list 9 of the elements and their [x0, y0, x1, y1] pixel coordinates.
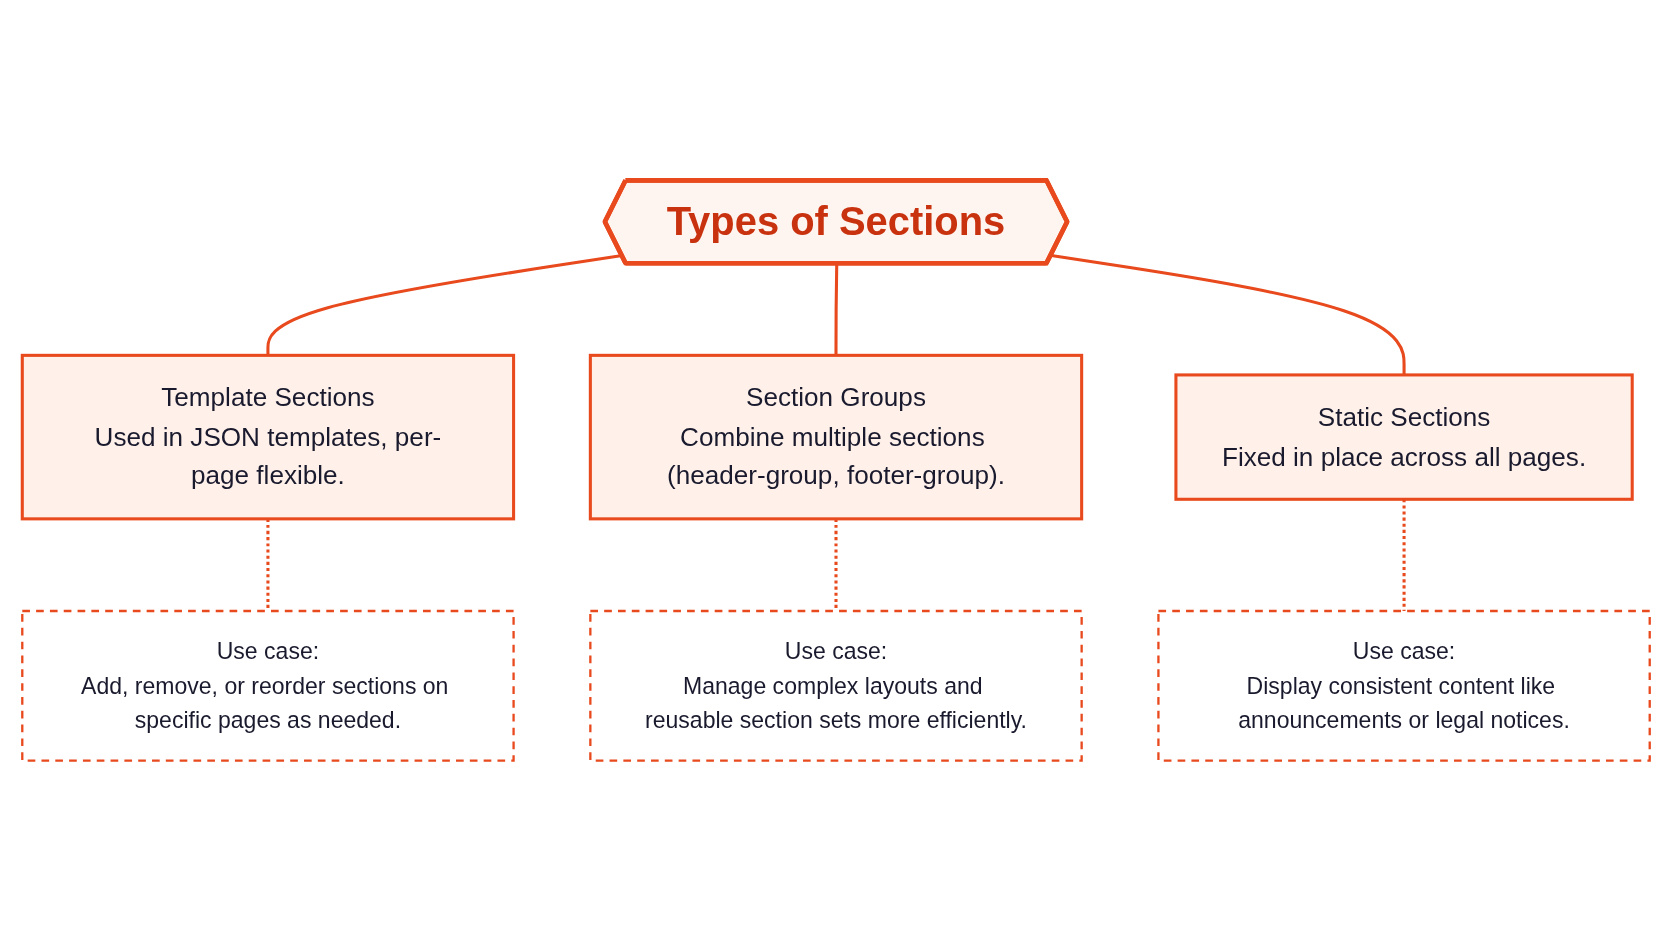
node-box: Use case: Manage complex layouts and reusable section sets more efficiently. — [589, 609, 1083, 762]
connector — [834, 518, 838, 611]
node-box: Template Sections Used in JSON templates, per-page flexible. — [20, 353, 516, 521]
connector — [266, 518, 270, 611]
connector — [1051, 254, 1406, 375]
node-box: Use case: Add, remove, or reorder sections on specific pages as needed. — [21, 609, 515, 762]
node-box: Static Sections Fixed in place across all pages. — [1174, 373, 1634, 501]
node-box: Use case: Display consistent content like announcements or legal notices. — [1157, 609, 1651, 762]
node-box: Section Groups Combine multiple sections (header-group, footer-group). — [588, 353, 1084, 521]
